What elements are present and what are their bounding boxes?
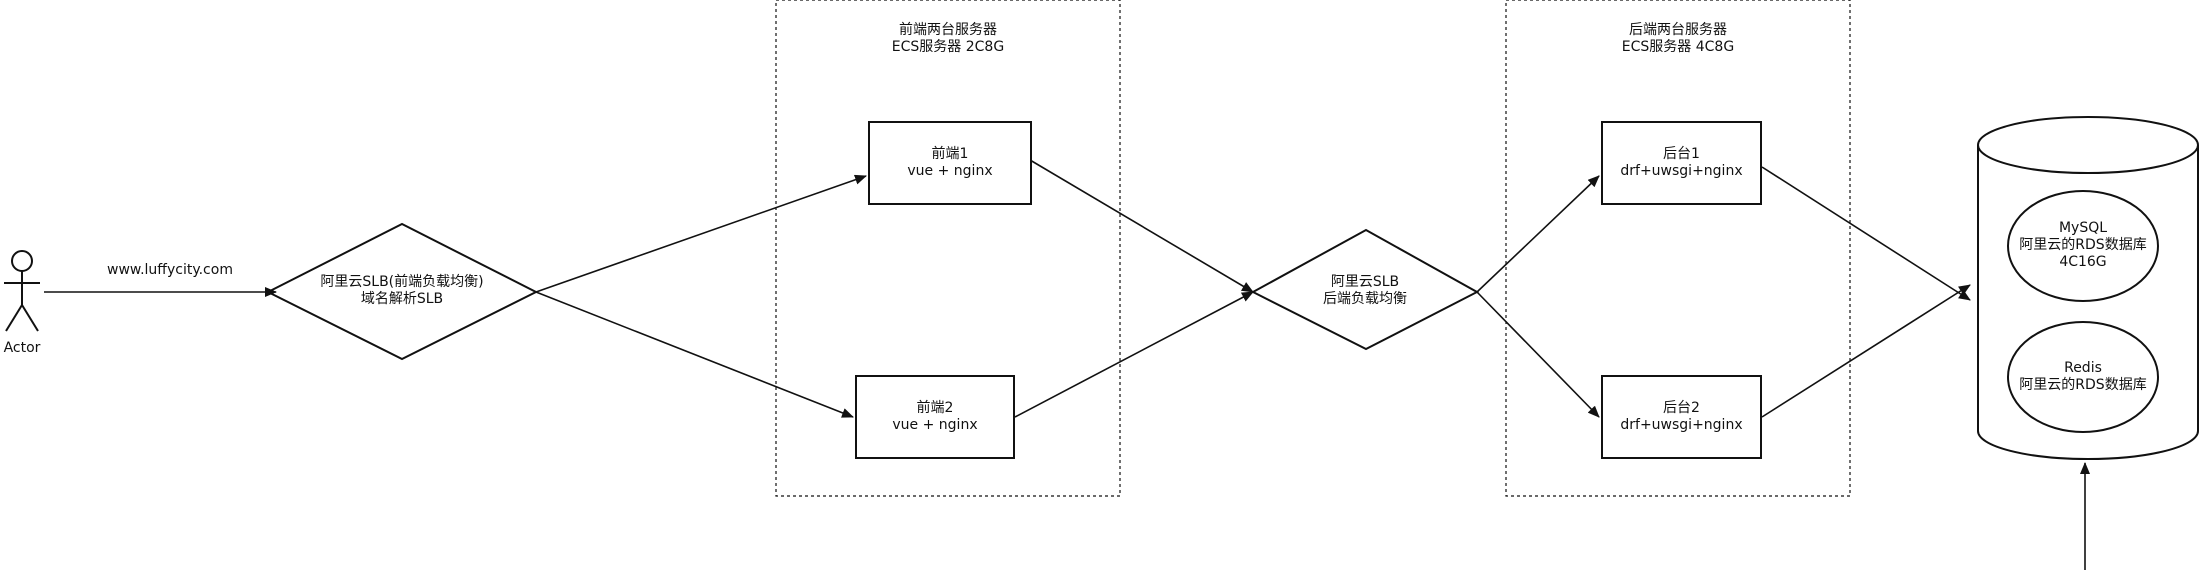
frontend2-stack: vue + nginx: [892, 417, 978, 433]
actor-icon: [4, 250, 40, 332]
edge-backend1-db: [1761, 166, 1971, 301]
redis-label-line1: Redis: [2064, 360, 2102, 376]
slb-back-label-line2: 后端负载均衡: [1323, 291, 1407, 307]
mysql-label-line3: 4C16G: [2059, 254, 2107, 270]
mysql-label: MySQL 阿里云的RDS数据库 4C16G: [2008, 220, 2158, 271]
frontend-group-title-line1: 前端两台服务器: [899, 22, 997, 38]
mysql-label-line2: 阿里云的RDS数据库: [2019, 237, 2147, 253]
edge-label-domain: www.luffycity.com: [107, 262, 233, 278]
backend2-box: 后台2 drf+uwsgi+nginx: [1601, 375, 1762, 459]
frontend1-box: 前端1 vue + nginx: [868, 121, 1032, 205]
frontend1-name: 前端1: [931, 146, 969, 162]
backend1-stack: drf+uwsgi+nginx: [1620, 163, 1743, 179]
edge-slb-frontend1: [535, 174, 867, 293]
slb-front-label: 阿里云SLB(前端负载均衡) 域名解析SLB: [268, 274, 536, 308]
backend-group-title: 后端两台服务器 ECS服务器 4C8G: [1506, 22, 1850, 56]
backend2-stack: drf+uwsgi+nginx: [1620, 417, 1743, 433]
backend1-box: 后台1 drf+uwsgi+nginx: [1601, 121, 1762, 205]
edge-slb2-backend1: [1476, 175, 1600, 293]
edge-slb2-backend2: [1476, 291, 1600, 418]
slb-front-label-line1: 阿里云SLB(前端负载均衡): [320, 274, 484, 290]
mysql-node: [2007, 190, 2159, 302]
mysql-label-line1: MySQL: [2058, 220, 2108, 236]
edge-backend2-db: [1761, 284, 1971, 418]
frontend-group-title-line2: ECS服务器 2C8G: [891, 39, 1005, 55]
frontend1-stack: vue + nginx: [907, 163, 993, 179]
edge-frontend1-slb2: [1029, 159, 1254, 293]
slb-front-label-line2: 域名解析SLB: [360, 291, 444, 307]
actor-label: Actor: [3, 340, 41, 356]
frontend2-box: 前端2 vue + nginx: [855, 375, 1015, 459]
edge-frontend2-slb2: [1014, 291, 1254, 418]
frontend-group-title: 前端两台服务器 ECS服务器 2C8G: [776, 22, 1120, 56]
backend-group-title-line2: ECS服务器 4C8G: [1621, 39, 1735, 55]
backend-group-title-line1: 后端两台服务器: [1629, 22, 1727, 38]
redis-node: [2007, 321, 2159, 433]
slb-back-label: 阿里云SLB 后端负载均衡: [1253, 274, 1477, 308]
frontend2-name: 前端2: [916, 400, 954, 416]
edge-slb-frontend2: [535, 291, 854, 418]
backend2-name: 后台2: [1663, 400, 1700, 416]
backend1-name: 后台1: [1663, 146, 1700, 162]
slb-back-label-line1: 阿里云SLB: [1330, 274, 1400, 290]
redis-label: Redis 阿里云的RDS数据库: [2008, 360, 2158, 394]
redis-label-line2: 阿里云的RDS数据库: [2019, 377, 2147, 393]
